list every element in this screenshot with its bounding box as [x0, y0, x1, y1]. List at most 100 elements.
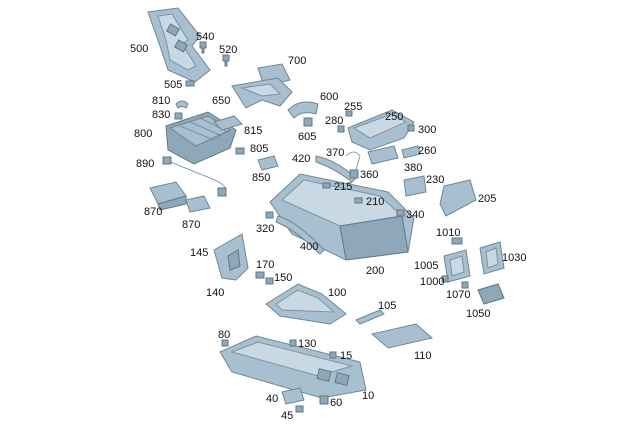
- label-40: 40: [266, 393, 278, 405]
- part-1070-clip: [461, 281, 469, 289]
- part-360-clip: [349, 169, 359, 179]
- label-800: 800: [134, 128, 152, 140]
- part-890-harness: [162, 156, 227, 197]
- part-110-mat: [370, 323, 434, 349]
- part-150-clip: [265, 277, 274, 285]
- part-105-strip: [355, 309, 385, 325]
- part-870-bracket-b: [185, 195, 211, 213]
- label-1030: 1030: [502, 252, 526, 264]
- label-830: 830: [152, 109, 170, 121]
- label-650: 650: [212, 95, 230, 107]
- label-255: 255: [344, 101, 362, 113]
- part-870-bracket-a: [149, 181, 187, 211]
- label-520: 520: [219, 44, 237, 56]
- part-320-clip: [265, 211, 274, 219]
- label-360: 360: [360, 169, 378, 181]
- label-205: 205: [478, 193, 496, 205]
- label-15: 15: [340, 350, 352, 362]
- part-810-clip: [175, 100, 189, 109]
- label-400: 400: [300, 241, 318, 253]
- label-280: 280: [325, 115, 343, 127]
- part-60-clip: [319, 395, 329, 405]
- label-850: 850: [252, 172, 270, 184]
- label-1070: 1070: [446, 289, 470, 301]
- part-520-screw: [222, 54, 230, 67]
- part-805-clip: [235, 147, 245, 155]
- label-700: 700: [288, 55, 306, 67]
- part-500-upper-frame: [147, 7, 211, 83]
- label-1000: 1000: [420, 276, 444, 288]
- label-10: 10: [362, 390, 374, 402]
- part-605-clip: [303, 117, 313, 127]
- part-420-strip: [315, 155, 357, 183]
- label-500: 500: [130, 43, 148, 55]
- label-605: 605: [298, 131, 316, 143]
- part-260-latch: [401, 145, 421, 159]
- part-210-clip: [354, 197, 363, 204]
- part-380-latch: [367, 145, 399, 165]
- part-850-bracket: [257, 155, 279, 171]
- label-260: 260: [418, 145, 436, 157]
- label-250: 250: [385, 111, 403, 123]
- label-320: 320: [256, 223, 274, 235]
- label-420: 420: [292, 153, 310, 165]
- part-300-screw: [407, 124, 415, 132]
- part-215-clip: [322, 182, 331, 189]
- label-300: 300: [418, 124, 436, 136]
- label-130: 130: [298, 338, 316, 350]
- part-1005-frame: [443, 249, 471, 283]
- label-600: 600: [320, 91, 338, 103]
- label-100: 100: [328, 287, 346, 299]
- label-215: 215: [334, 181, 352, 193]
- label-380: 380: [404, 162, 422, 174]
- label-110: 110: [414, 350, 432, 362]
- part-250-lid: [347, 109, 415, 151]
- part-1010-bracket: [451, 237, 463, 245]
- part-1050-switch: [477, 283, 505, 305]
- part-45-clip: [295, 405, 304, 413]
- part-600-bracket: [287, 101, 319, 119]
- part-1000-clip: [441, 275, 449, 283]
- label-45: 45: [281, 410, 293, 422]
- label-1050: 1050: [466, 308, 490, 320]
- label-870b: 870: [182, 219, 200, 231]
- label-505: 505: [164, 79, 182, 91]
- label-145: 145: [190, 247, 208, 259]
- part-830-clip: [174, 112, 183, 120]
- part-15-screw: [329, 351, 337, 359]
- label-805: 805: [250, 143, 268, 155]
- label-60: 60: [330, 397, 342, 409]
- part-230-holder: [403, 175, 427, 197]
- label-105: 105: [378, 300, 396, 312]
- label-340: 340: [406, 209, 424, 221]
- part-400-trim: [275, 215, 325, 255]
- label-150: 150: [274, 272, 292, 284]
- label-815: 815: [244, 125, 262, 137]
- label-210: 210: [366, 196, 384, 208]
- part-10-base: [219, 335, 367, 399]
- label-200: 200: [366, 265, 384, 277]
- part-505-clip: [185, 80, 195, 87]
- callout-labels: 500 540 520 700 505 650 600 255 250 810 …: [130, 31, 526, 422]
- label-140: 140: [206, 287, 224, 299]
- label-870a: 870: [144, 206, 162, 218]
- part-340-clip: [396, 209, 405, 217]
- part-170-clip: [255, 271, 265, 279]
- part-370-hook: [345, 151, 361, 171]
- label-1010: 1010: [436, 227, 460, 239]
- label-230: 230: [426, 174, 444, 186]
- part-80-screw: [221, 339, 229, 347]
- part-40-clip: [281, 387, 305, 405]
- part-130-screw: [289, 339, 297, 347]
- label-370: 370: [326, 147, 344, 159]
- label-170: 170: [256, 259, 274, 271]
- label-80: 80: [218, 329, 230, 341]
- part-650-trim: [231, 77, 293, 109]
- label-890: 890: [136, 158, 154, 170]
- label-540: 540: [196, 31, 214, 43]
- part-140-side-panel: [213, 233, 249, 281]
- part-815-pad: [213, 115, 243, 131]
- part-1030-frame: [479, 241, 505, 275]
